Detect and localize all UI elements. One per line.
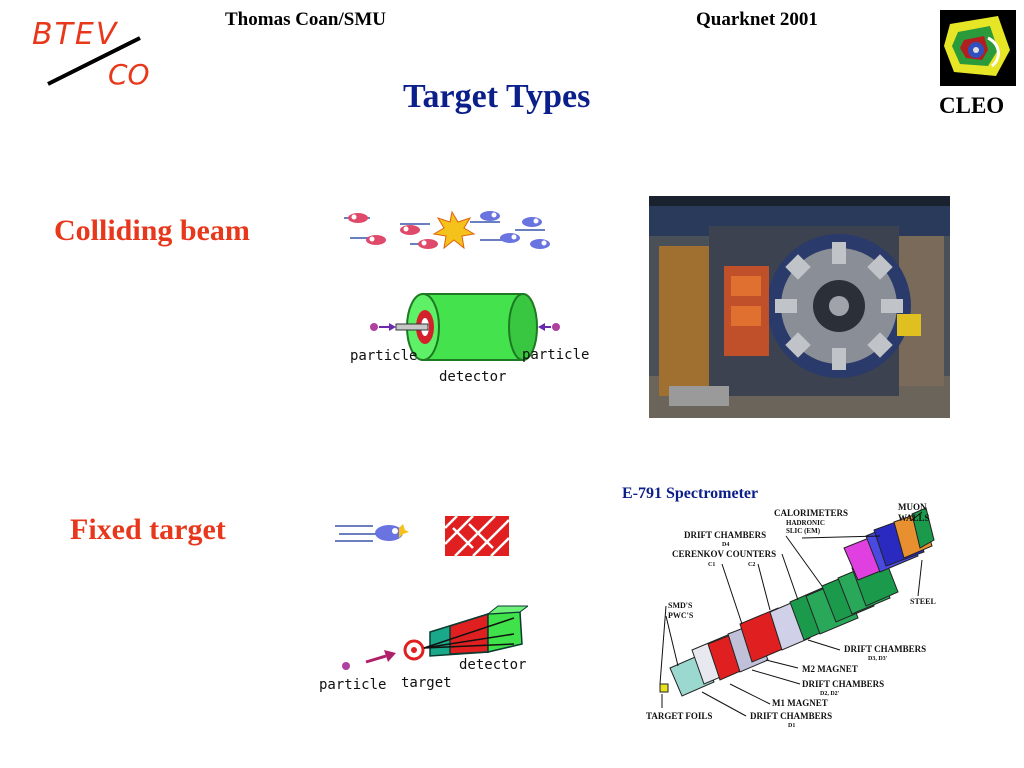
target-foils-block bbox=[659, 683, 669, 693]
spec-label-m1: M1 MAGNET bbox=[772, 698, 828, 708]
fixed-target-label: Fixed target bbox=[70, 513, 226, 546]
logo-slash bbox=[47, 36, 141, 86]
spec-label-target-foils: TARGET FOILS bbox=[646, 711, 712, 721]
collider-right-particle-label: particle bbox=[522, 347, 590, 363]
spec-label-smds: SMD'S bbox=[668, 601, 693, 610]
collider-detector-label: detector bbox=[439, 369, 507, 385]
spectrometer-diagram: CALORIMETERS HADRONIC SLIC (EM) MUON WAL… bbox=[646, 502, 936, 729]
logo-line2: CO bbox=[108, 58, 150, 90]
spec-label-muon: MUON bbox=[898, 502, 927, 512]
spectrometer-title: E-791 Spectrometer bbox=[622, 485, 759, 502]
spec-label-d3: D3, D3' bbox=[868, 656, 888, 662]
collider-left-particle-label: particle bbox=[350, 348, 418, 364]
spec-label-drift-d3: DRIFT CHAMBERS bbox=[844, 644, 926, 654]
page-title: Target Types bbox=[403, 78, 591, 115]
spec-label-c1: C1 bbox=[708, 562, 715, 568]
spec-label-slic: SLIC (EM) bbox=[786, 527, 821, 535]
header-event: Quarknet 2001 bbox=[696, 9, 818, 30]
cleo-label: CLEO bbox=[939, 93, 1005, 118]
spec-label-hadronic: HADRONIC bbox=[786, 519, 825, 527]
colliding-beams-graphic bbox=[344, 210, 550, 250]
spec-label-pwcs: PWC'S bbox=[668, 611, 694, 620]
spec-label-drift-d4: DRIFT CHAMBERS bbox=[684, 530, 766, 540]
spec-label-cerenkov: CERENKOV COUNTERS bbox=[672, 549, 776, 559]
header-author: Thomas Coan/SMU bbox=[225, 9, 386, 30]
spec-label-drift-d2: DRIFT CHAMBERS bbox=[802, 679, 884, 689]
spec-label-d1: D1 bbox=[788, 723, 795, 729]
fixed-target-word: target bbox=[401, 675, 452, 691]
cleo-logo-image bbox=[940, 10, 1016, 86]
logo-line1: BTEV bbox=[32, 17, 119, 52]
colliding-beam-label: Colliding beam bbox=[54, 214, 250, 247]
spec-label-steel: STEEL bbox=[910, 597, 936, 606]
spec-label-m2: M2 MAGNET bbox=[802, 664, 858, 674]
spec-label-walls: WALLS bbox=[898, 513, 930, 523]
spec-label-calorimeters: CALORIMETERS bbox=[774, 508, 848, 518]
spec-label-d4: D4 bbox=[722, 542, 729, 548]
spec-label-drift-d1: DRIFT CHAMBERS bbox=[750, 711, 832, 721]
collider-detector-graphic bbox=[370, 293, 560, 361]
cleo-detector-photo bbox=[649, 196, 950, 418]
fixed-target-detector-graphic bbox=[342, 605, 528, 670]
fixed-detector-label: detector bbox=[459, 657, 527, 673]
fixed-particle-label: particle bbox=[319, 677, 387, 693]
fixed-target-beam-graphic bbox=[335, 515, 510, 557]
btev-logo: BTEV CO bbox=[32, 17, 150, 90]
spec-label-c2: C2 bbox=[748, 562, 755, 568]
spec-label-d2: D2, D2' bbox=[820, 691, 840, 697]
